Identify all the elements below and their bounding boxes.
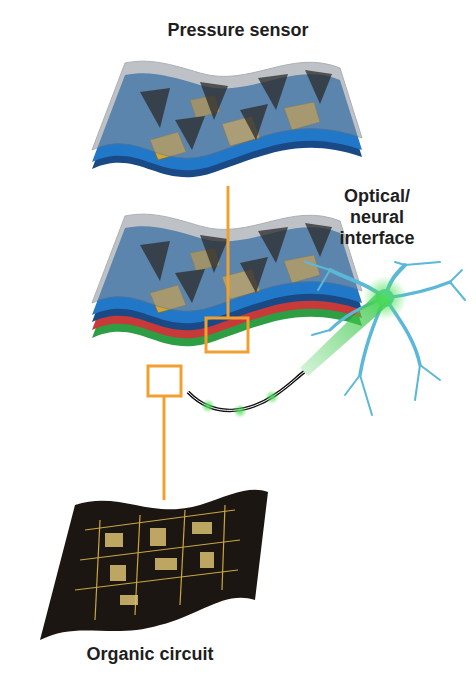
part-label: Pressure sensor (120, 20, 356, 41)
optical-fiber (188, 276, 407, 418)
neuron (305, 262, 465, 415)
organic-circuit-sheet (40, 490, 268, 640)
part-label: Optical/ neural interface (318, 186, 436, 249)
part-label: Organic circuit (40, 644, 260, 665)
pressure-sensor-sheet (92, 61, 362, 177)
callout-boxes (148, 186, 248, 500)
